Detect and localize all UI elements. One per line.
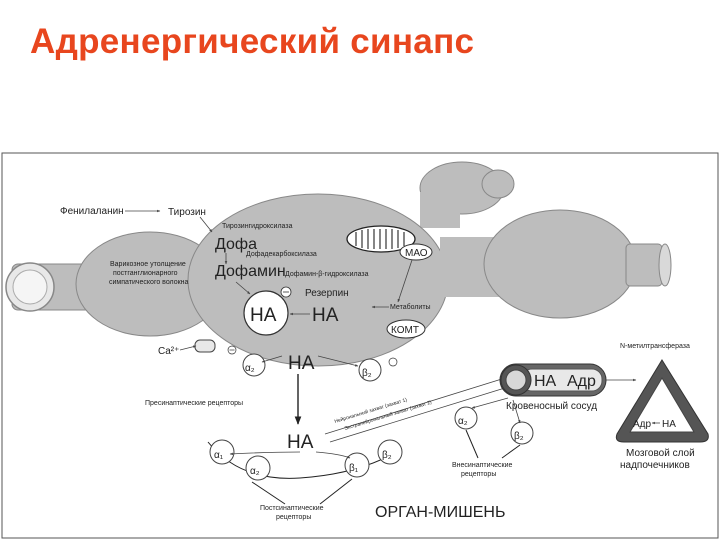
label-metabolites: Метаболиты (390, 303, 431, 311)
label-varicose-3: симпатического волокна (109, 279, 189, 286)
extrasynaptic-alpha2-receptor (454, 406, 478, 430)
label-dopa-decarboxylase: Дофадекарбоксилаза (246, 250, 317, 258)
postsynaptic-beta2-receptor (377, 439, 403, 465)
right-bulb (483, 209, 637, 319)
label-vessel-adr: Адр (567, 373, 596, 390)
presynaptic-beta2-receptor (358, 358, 382, 382)
nerve-terminal (187, 193, 449, 367)
label-comt: КОМТ (391, 325, 419, 336)
mao-enzyme (399, 243, 433, 261)
label-alpha2-pre: α₂ (245, 363, 255, 374)
label-dopa: Дофа (215, 236, 257, 253)
label-adrenal-na: НА (662, 419, 676, 430)
label-tyrosine: Тирозин (168, 207, 206, 218)
label-postsynaptic-2: рецепторы (276, 514, 311, 521)
postsynaptic-membrane (207, 441, 401, 479)
presynaptic-alpha2-receptor (242, 353, 266, 377)
mitochondrion (346, 225, 416, 253)
label-dopamine: Дофамин (215, 263, 286, 280)
extrasynaptic-beta2-receptor (510, 421, 534, 445)
label-presynaptic-receptors: Пресинаптические рецепторы (145, 400, 243, 407)
label-beta2-extra: β₂ (514, 431, 524, 442)
slide-title: Адренергический синапс (30, 22, 475, 61)
label-na-vesicle: НА (250, 305, 277, 326)
label-phenylalanine: Фенилаланин (60, 206, 124, 217)
label-alpha1-post: α₁ (214, 450, 224, 461)
label-blood-vessel: Кровеносный сосуд (506, 401, 597, 412)
label-adrenal-1: Мозговой слой (626, 448, 695, 459)
comt-enzyme (386, 319, 426, 339)
label-extrasynaptic-2: рецепторы (461, 471, 496, 478)
adrenergic-synapse-diagram: Фенилаланин Тирозин Тирозингидроксилаза … (1, 152, 719, 539)
label-adrenal-adr: Адр (633, 419, 652, 430)
postsynaptic-beta1-receptor (344, 452, 370, 478)
label-extrasynaptic-1: Внесинаптические (452, 462, 513, 469)
postsynaptic-alpha1-receptor (209, 439, 235, 465)
label-alpha2-extra: α₂ (458, 416, 468, 427)
label-methyltransferase: N-метилтрансфераза (620, 343, 690, 350)
label-ca: Ca²⁺ (158, 346, 179, 357)
vesicle (243, 290, 289, 336)
label-varicose-1: Варикозное утолщение (110, 261, 186, 268)
label-alpha2-post: α₂ (250, 466, 260, 477)
label-beta2-post: β₂ (382, 450, 392, 461)
label-reserpine: Резерпин (305, 288, 349, 299)
label-na-effector: НА (287, 432, 314, 453)
label-na-cyto: НА (312, 305, 339, 326)
label-adrenal-2: надпочечников (620, 460, 690, 471)
postsynaptic-alpha2-receptor (245, 455, 271, 481)
label-postsynaptic-1: Постсинаптические (260, 505, 324, 512)
label-beta2-pre: β₂ (362, 368, 372, 379)
label-tyrosine-hydroxylase: Тирозингидроксилаза (222, 223, 293, 230)
label-varicose-2: постганглионарного (113, 270, 178, 277)
label-vessel-na: НА (534, 373, 557, 390)
label-dopamine-hydroxylase: Дофамин-β-гидроксилаза (285, 271, 369, 278)
diagram-frame (1, 152, 719, 539)
label-na-released: НА (288, 353, 315, 374)
calcium-channel (194, 339, 216, 353)
label-beta1-post: β₁ (349, 463, 359, 474)
label-mao: МАО (405, 248, 428, 259)
label-target-organ: ОРГАН-МИШЕНЬ (375, 504, 505, 521)
